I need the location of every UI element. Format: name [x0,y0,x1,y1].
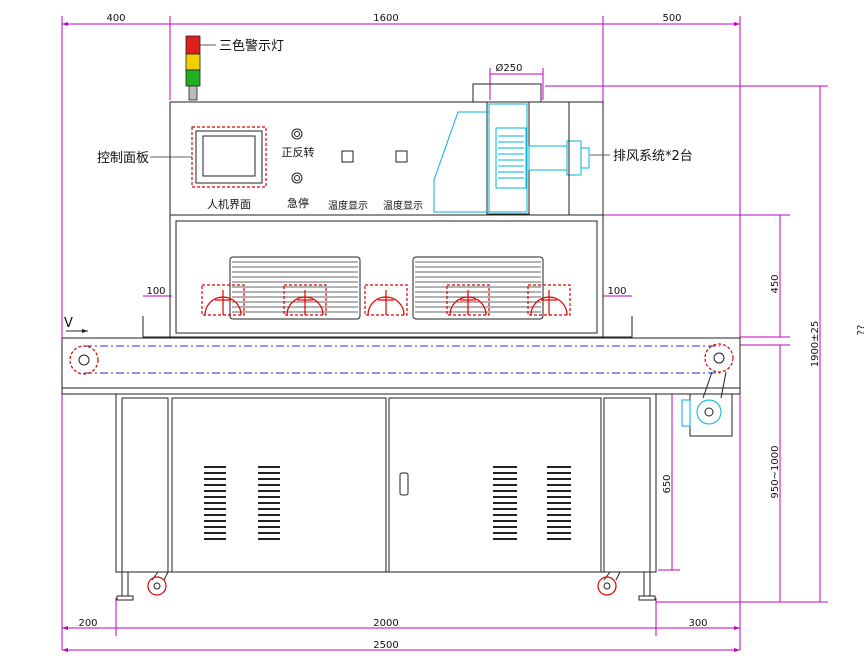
left-pulley [69,345,99,375]
conveyor-frame [61,337,741,395]
exhaust-fan [433,83,590,215]
tower-light-label: 三色警示灯 [219,38,284,54]
tower-light [185,35,216,101]
caster-left [147,571,169,596]
caster-right [597,571,621,596]
temp-label-1: 温度显示 [328,199,368,212]
vent-right [493,466,571,540]
right-curtain [603,316,633,338]
right-pulley [702,343,734,399]
dim-bottom-200: 200 [78,618,97,629]
dimension-lines [61,16,828,652]
cabinet-door-right [388,397,602,573]
dim-duct-diameter: Ø250 [496,62,523,74]
lamp-louver-right [412,256,544,320]
uv-lamps [201,284,571,316]
dim-top-right: 500 [662,13,681,24]
door-handle [399,472,409,496]
temp-display-1 [341,150,354,163]
fwd-rev-label: 正反转 [282,145,315,159]
dim-height-950: 950~1000 [770,446,781,499]
vent-left [204,466,280,540]
hmi-bezel [195,130,263,184]
temp-label-2: 温度显示 [383,199,423,212]
exhaust-label: 排风系统*2台 [613,149,693,164]
cabinet-door-left [171,397,387,573]
fwd-rev-switch [291,128,303,140]
dim-height-650: 650 [662,474,673,493]
left-curtain [142,316,170,338]
edge-mark: ?? [856,325,866,336]
dim-height-450: 450 [770,274,781,293]
leveling-foot-right [638,571,656,601]
dim-height-total: 1900±25 [810,321,821,368]
leveling-foot-left [116,571,134,601]
dim-bottom-300: 300 [688,618,707,629]
dim-left-100: 100 [146,286,165,297]
control-panel-label: 控制面板 [97,151,149,166]
estop-button [291,172,303,184]
estop-label: 急停 [287,196,309,210]
direction-label: V [64,316,73,331]
hmi-label: 人机界面 [207,197,251,211]
dim-top-left: 400 [106,13,125,24]
hmi-screen [202,135,256,177]
dim-bottom-2500: 2500 [373,640,398,651]
temp-display-2 [395,150,408,163]
dim-right-100: 100 [607,286,626,297]
dim-bottom-2000: 2000 [373,618,398,629]
drive-motor [681,393,733,437]
lamp-louver-left [229,256,361,320]
lamp-chamber [169,214,604,338]
dim-top-mid: 1600 [373,13,398,24]
